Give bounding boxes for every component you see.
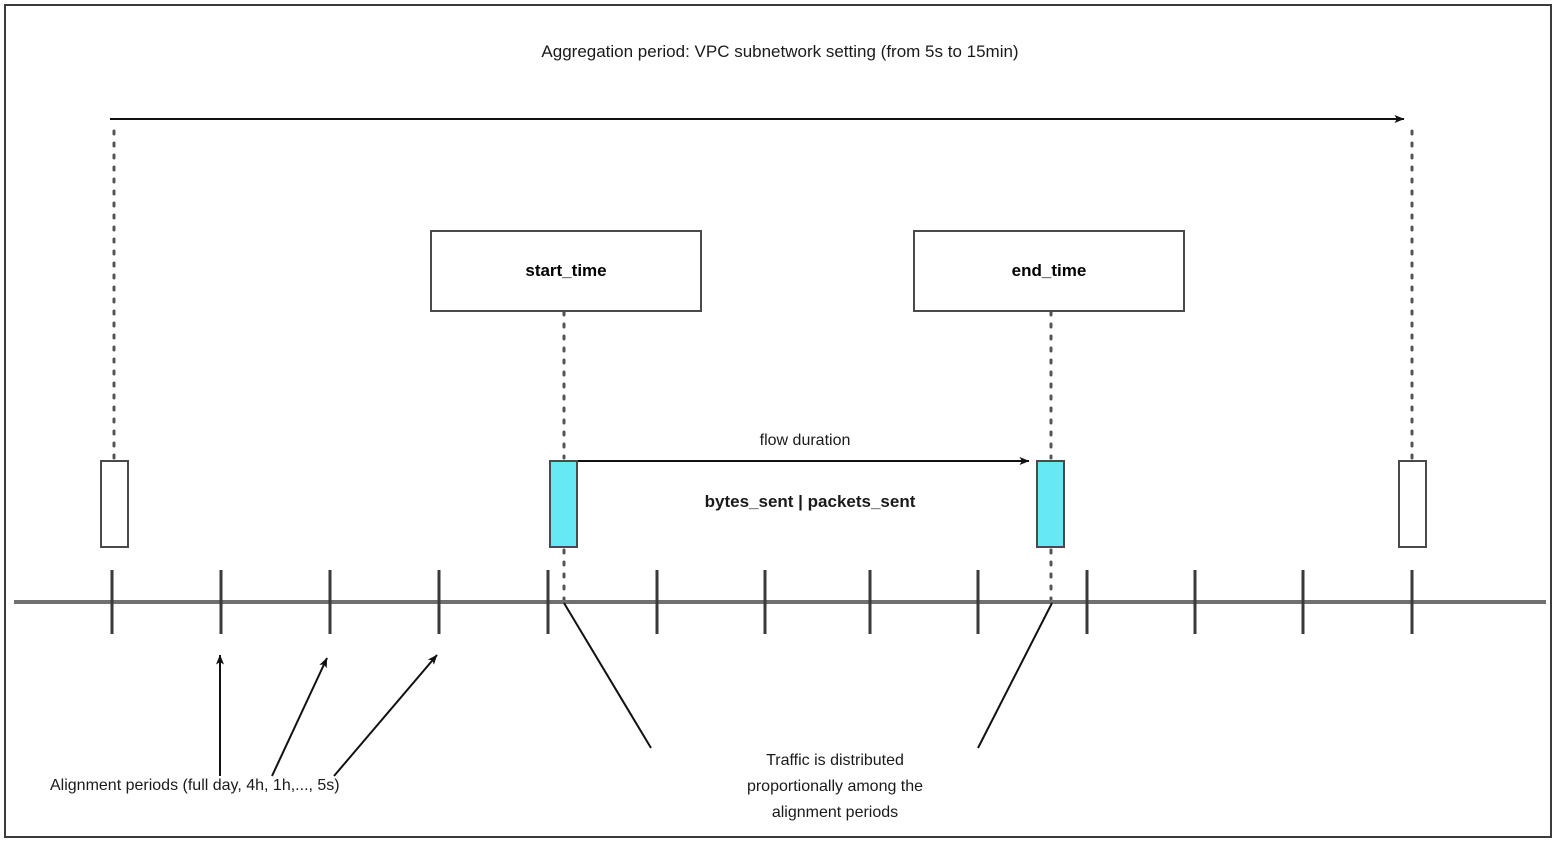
- end-time-label: end_time: [1011, 261, 1087, 280]
- traffic-note-line-1: Traffic is distributed: [766, 752, 904, 769]
- flow-duration-label: flow duration: [759, 432, 851, 449]
- start-time-box[interactable]: start_time: [430, 230, 702, 312]
- traffic-note: Traffic is distributed proportionally am…: [682, 748, 988, 826]
- flow-end-marker: [1036, 460, 1065, 548]
- page-title: Aggregation period: VPC subnetwork setti…: [541, 42, 1019, 61]
- diagram-frame: [4, 4, 1552, 838]
- aggregation-start-marker: [100, 460, 129, 548]
- aggregation-end-marker: [1398, 460, 1427, 548]
- traffic-note-line-2: proportionally among the: [746, 778, 924, 795]
- end-time-box[interactable]: end_time: [913, 230, 1185, 312]
- traffic-note-line-3: alignment periods: [771, 804, 899, 821]
- flow-start-marker: [549, 460, 578, 548]
- start-time-label: start_time: [525, 261, 607, 280]
- metrics-label: bytes_sent | packets_sent: [704, 492, 916, 511]
- alignment-periods-label: Alignment periods (full day, 4h, 1h,...,…: [50, 777, 340, 794]
